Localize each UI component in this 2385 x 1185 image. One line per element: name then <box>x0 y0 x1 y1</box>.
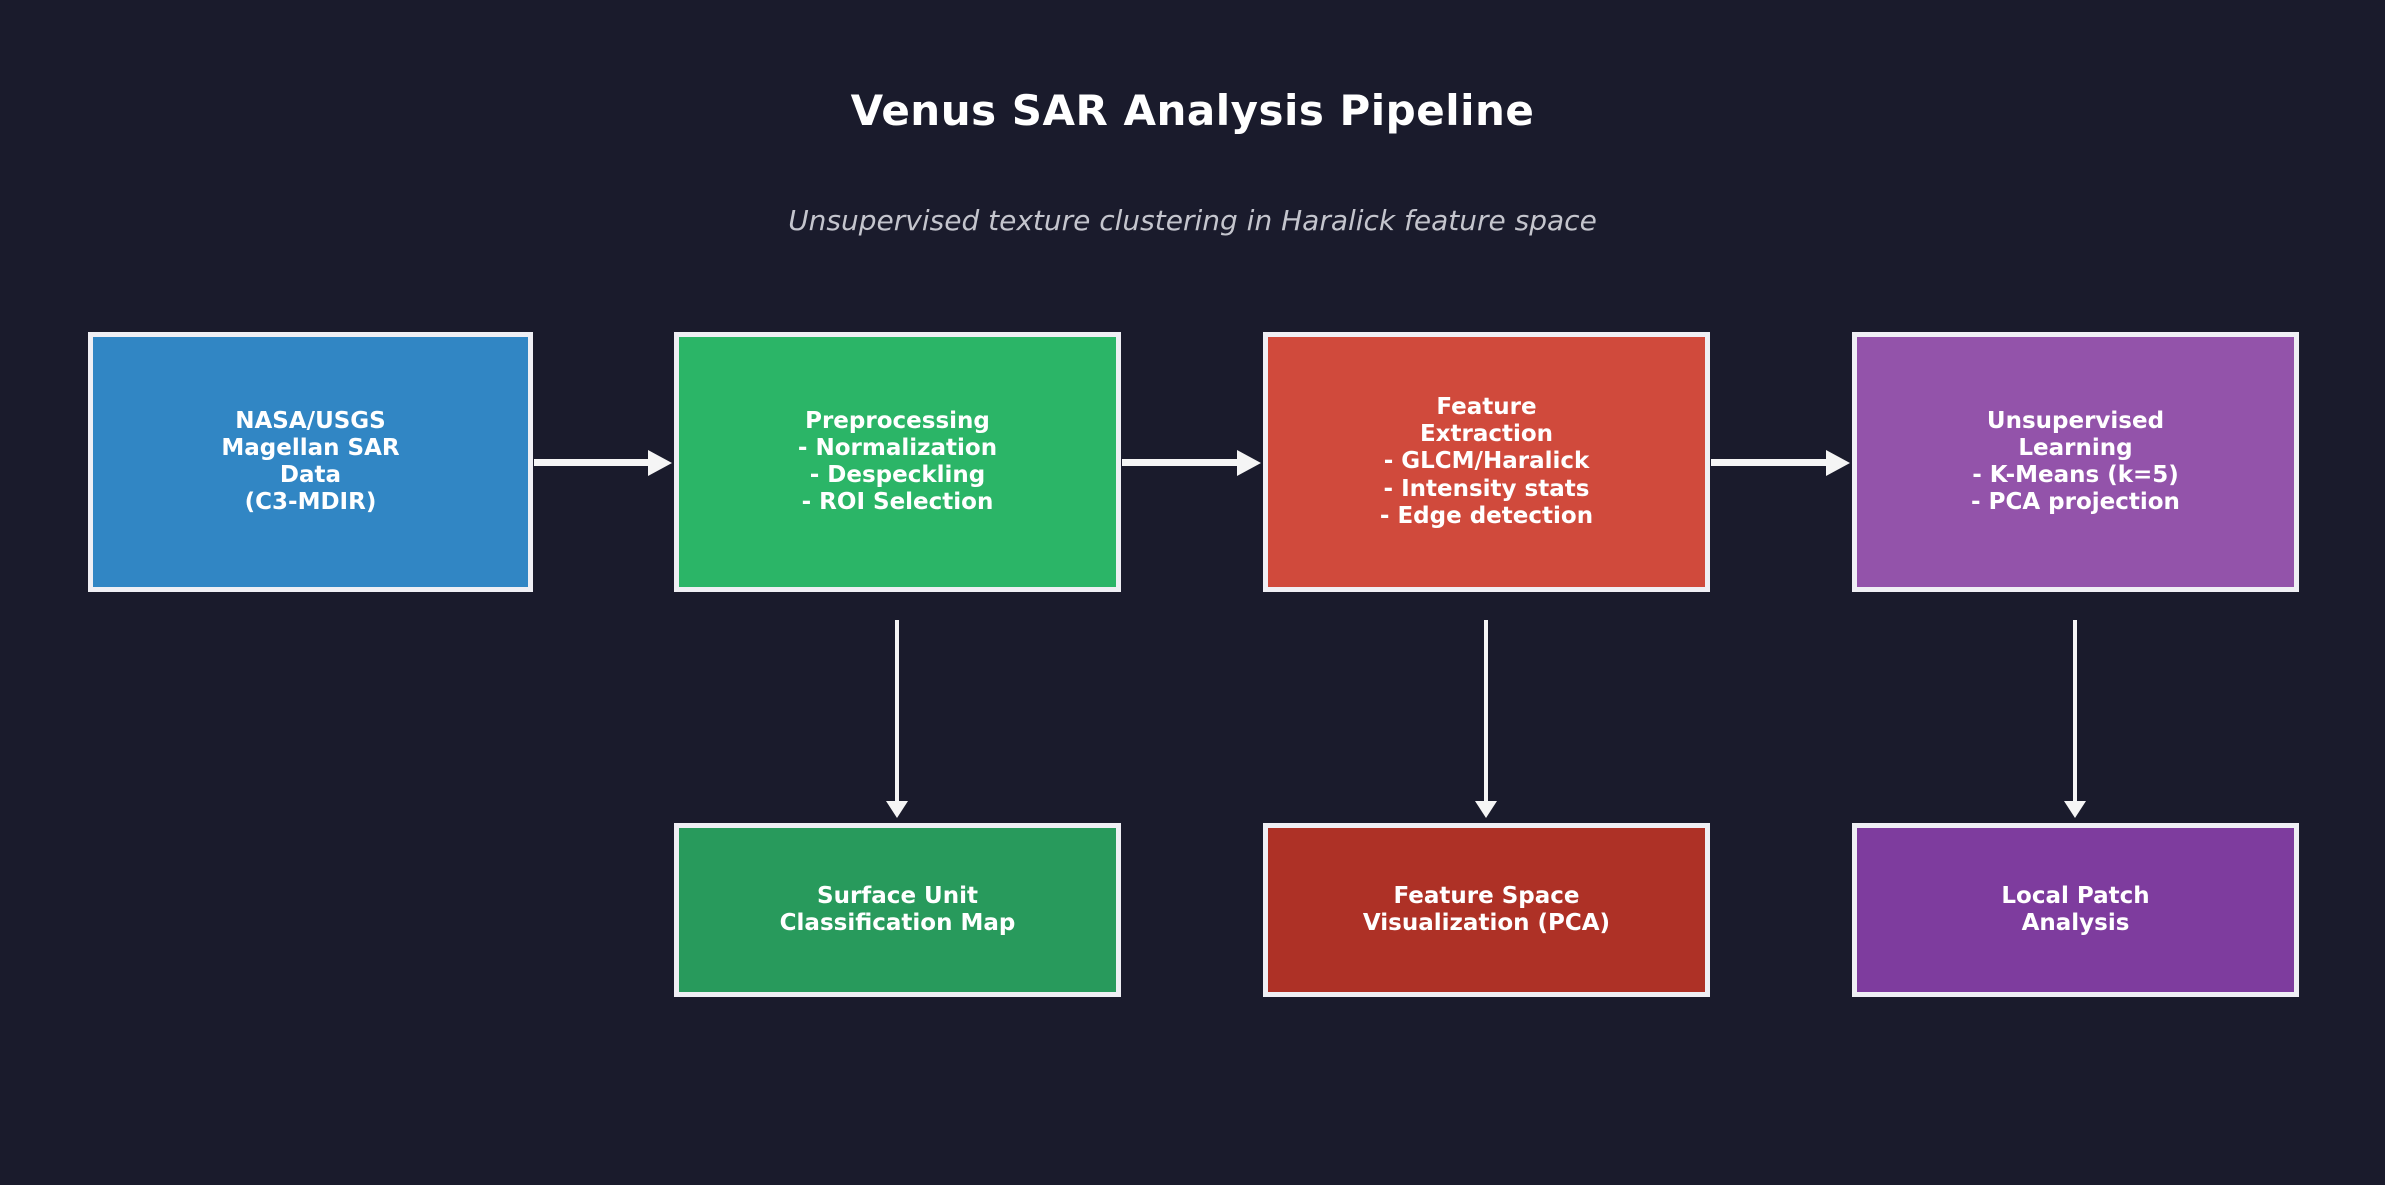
arrow-shaft <box>534 459 648 466</box>
page-subtitle: Unsupervised texture clustering in Haral… <box>788 204 1597 237</box>
arrow-right-head-icon <box>1237 449 1261 476</box>
node-preprocessing: Preprocessing - Normalization - Despeckl… <box>674 332 1121 592</box>
arrow-learning-to-local-patch <box>2064 620 2086 818</box>
arrow-shaft <box>895 620 899 801</box>
arrow-down-head-icon <box>1475 801 1497 818</box>
arrow-source-to-preprocessing <box>534 449 672 476</box>
arrow-feature-extraction-to-visualization <box>1475 620 1497 818</box>
arrow-feature-extraction-to-learning <box>1711 449 1850 476</box>
arrow-right-head-icon <box>648 449 672 476</box>
arrow-down-head-icon <box>886 801 908 818</box>
node-unsupervised-learning: Unsupervised Learning - K-Means (k=5) - … <box>1852 332 2299 592</box>
arrow-preprocessing-to-classification-map <box>886 620 908 818</box>
node-feature-space-visualization: Feature Space Visualization (PCA) <box>1263 823 1710 997</box>
node-source-data: NASA/USGS Magellan SAR Data (C3-MDIR) <box>88 332 533 592</box>
arrow-preprocessing-to-feature-extraction <box>1122 449 1261 476</box>
node-local-patch-analysis: Local Patch Analysis <box>1852 823 2299 997</box>
arrow-shaft <box>1484 620 1488 801</box>
node-feature-extraction: Feature Extraction - GLCM/Haralick - Int… <box>1263 332 1710 592</box>
arrow-shaft <box>1122 459 1237 466</box>
page-title: Venus SAR Analysis Pipeline <box>850 86 1535 135</box>
arrow-shaft <box>2073 620 2077 801</box>
arrow-shaft <box>1711 459 1826 466</box>
arrow-right-head-icon <box>1826 449 1850 476</box>
node-classification-map: Surface Unit Classification Map <box>674 823 1121 997</box>
arrow-down-head-icon <box>2064 801 2086 818</box>
